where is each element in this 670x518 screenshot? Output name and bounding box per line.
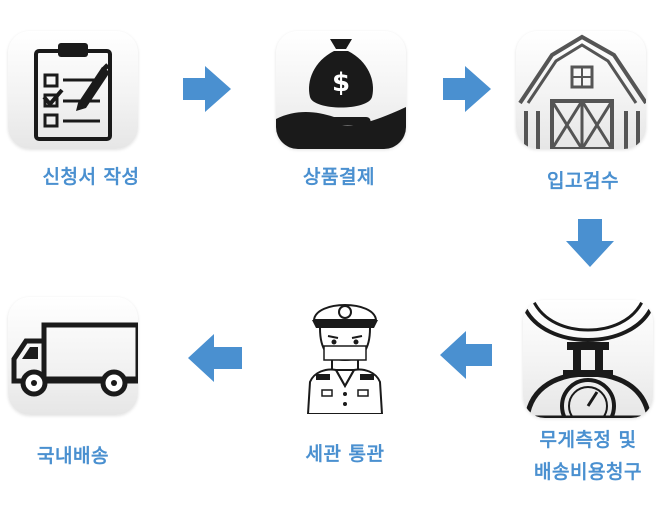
step-label-warehouse: 입고검수 xyxy=(547,170,619,192)
step-tile-application xyxy=(8,31,138,149)
arrow-left-icon xyxy=(440,331,492,379)
step-label-weighing: 무게측정 및 배송비용청구 xyxy=(506,424,670,488)
step-tile-payment: $ xyxy=(276,31,406,149)
step-label-application: 신청서 작성 xyxy=(42,166,140,188)
arrow-right-icon xyxy=(183,66,231,112)
step-tile-delivery xyxy=(8,297,138,415)
customs-officer-icon xyxy=(306,304,384,414)
delivery-truck-icon xyxy=(11,322,138,397)
weight-scale-icon xyxy=(523,300,653,418)
warehouse-barn-icon xyxy=(518,34,646,149)
arrow-left-icon xyxy=(188,334,242,382)
clipboard-checklist-icon xyxy=(34,43,112,141)
step-label-payment: 상품결제 xyxy=(303,166,375,188)
svg-text:$: $ xyxy=(332,68,350,98)
money-bag-hand-icon: $ xyxy=(276,39,406,149)
step-label-customs: 세관 통관 xyxy=(305,443,385,465)
arrow-down-icon xyxy=(566,219,614,267)
step-label-weighing-line1: 무게측정 및 xyxy=(539,429,637,451)
step-tile-warehouse xyxy=(516,31,646,149)
step-tile-weighing xyxy=(523,300,653,418)
step-label-delivery: 국내배송 xyxy=(37,445,109,467)
step-label-weighing-line2: 배송비용청구 xyxy=(534,461,642,483)
step-tile-customs xyxy=(302,290,388,414)
arrow-right-icon xyxy=(443,66,491,112)
